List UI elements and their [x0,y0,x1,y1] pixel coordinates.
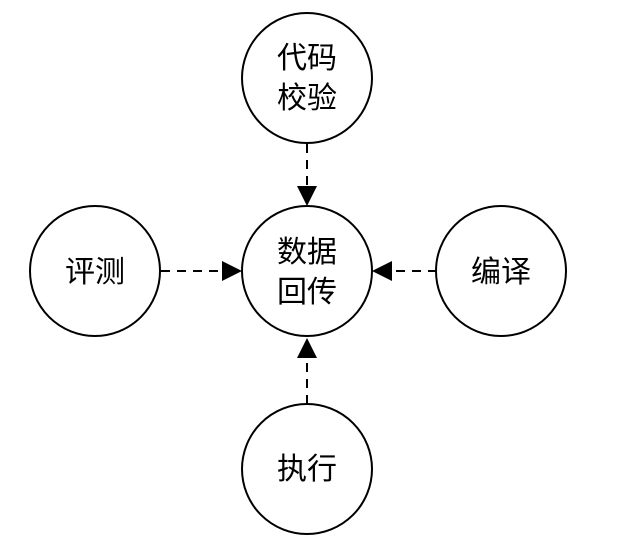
edge-left-to-center [161,261,242,281]
node-compile: 编译 [435,205,567,337]
node-data-return: 数据 回传 [241,205,373,337]
node-execute: 执行 [241,403,373,535]
node-code-check-label-line2: 校验 [277,81,337,116]
node-data-return-label-line1: 数据 [277,235,337,270]
edge-top-to-center [297,144,317,206]
node-data-return-label-line2: 回传 [277,275,337,310]
node-compile-label: 编译 [471,255,531,290]
node-code-check-label-line1: 代码 [277,41,337,76]
node-evaluation-label: 评测 [65,255,125,290]
edge-bottom-to-center [297,338,317,404]
node-evaluation: 评测 [29,205,161,337]
node-code-check: 代码 校验 [241,12,373,144]
node-execute-label: 执行 [277,452,337,487]
edge-right-to-center [372,261,437,281]
